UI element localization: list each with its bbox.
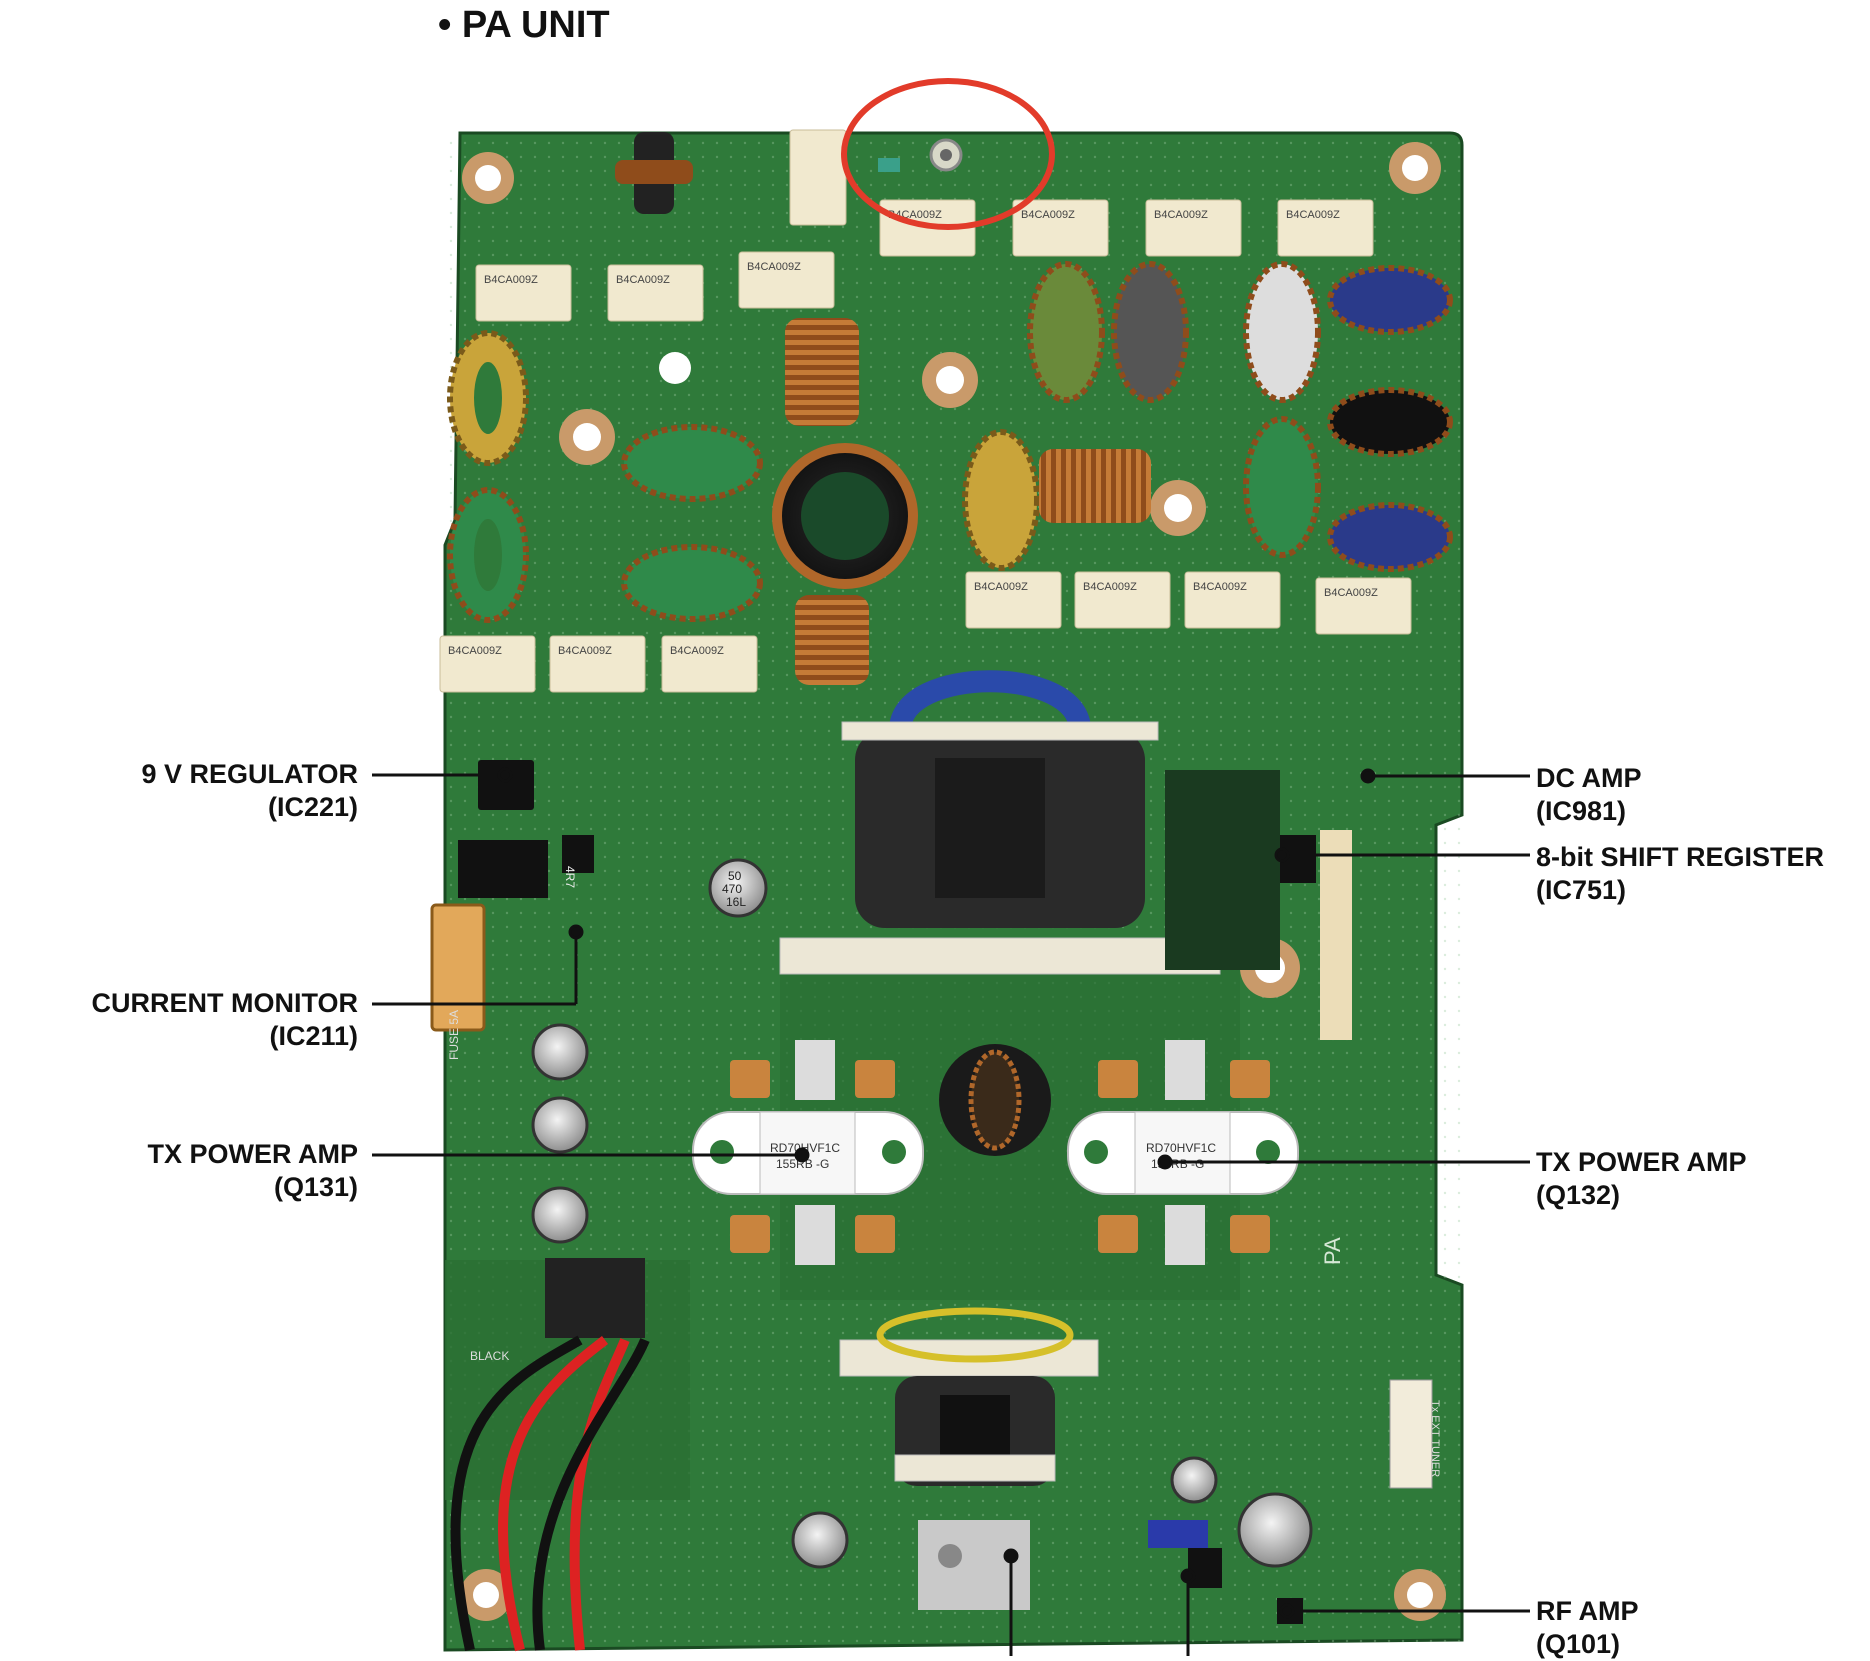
highlight-circle (841, 78, 1055, 230)
callout-shift-register: 8-bit SHIFT REGISTER (IC751) (1536, 841, 1824, 907)
relay: B4CA009Z (661, 635, 758, 693)
callout-name: RF AMP (1536, 1596, 1639, 1626)
callout-name: DC AMP (1536, 763, 1642, 793)
callout-tx-power-amp-q131: TX POWER AMP (Q131) (147, 1138, 358, 1204)
relay: B4CA009Z (1315, 577, 1412, 635)
svg-text:470: 470 (722, 882, 742, 896)
relay: B4CA009Z (475, 264, 572, 322)
callout-ref: (IC981) (1536, 796, 1627, 826)
power-wires (450, 1335, 583, 1652)
svg-text:B4CA009Z: B4CA009Z (1193, 581, 1247, 593)
callout-ref: (IC221) (267, 792, 358, 822)
mounting-holes (460, 142, 1446, 1621)
callout-dc-amp: DC AMP (IC981) (1536, 762, 1642, 828)
driver-transformer (839, 1307, 1099, 1486)
svg-text:B4CA009Z: B4CA009Z (1286, 209, 1340, 221)
svg-text:B4CA009Z: B4CA009Z (1021, 209, 1075, 221)
toroid-coils (447, 261, 1453, 623)
j801-connector (878, 138, 963, 172)
svg-text:PA: PA (1320, 1237, 1345, 1265)
svg-text:B4CA009Z: B4CA009Z (558, 645, 612, 657)
svg-text:B4CA009Z: B4CA009Z (448, 645, 502, 657)
callout-name: 8-bit SHIFT REGISTER (1536, 842, 1825, 872)
svg-text:50: 50 (728, 869, 742, 883)
ext-tuner-jack (1389, 1379, 1433, 1489)
callout-ref: (Q101) (1536, 1629, 1621, 1659)
output-transformer (779, 670, 1221, 975)
svg-text:B4CA009Z: B4CA009Z (747, 261, 801, 273)
callout-name: 9 V REGULATOR (141, 759, 358, 789)
fuse (430, 903, 486, 1032)
svg-text:B4CA009Z: B4CA009Z (616, 274, 670, 286)
relay: B4CA009Z (439, 635, 536, 693)
ic-chips (458, 760, 1352, 1624)
air-coils (615, 132, 1151, 685)
tx-power-amp-right-device: RD70HVF1C 155RB -G (1067, 1111, 1299, 1195)
relay: B4CA009Z (1074, 571, 1171, 629)
callout-ref: (Q132) (1536, 1180, 1621, 1210)
relay: B4CA009Z (549, 635, 646, 693)
relay: B4CA009Z (738, 251, 835, 309)
relay: B4CA009Z (607, 264, 704, 322)
callout-9v-regulator: 9 V REGULATOR (IC221) (141, 758, 358, 824)
callout-name: TX POWER AMP (1536, 1147, 1747, 1177)
callout-tx-power-amp-q132: TX POWER AMP (Q132) (1536, 1146, 1747, 1212)
callout-name: TX POWER AMP (147, 1139, 358, 1169)
relays: B4CA009Z B4CA009Z B4CA009Z B4CA009Z B4CA… (439, 129, 1412, 693)
callout-name: CURRENT MONITOR (91, 988, 359, 1018)
svg-text:155RB -G: 155RB -G (776, 1157, 829, 1171)
electrolytic-capacitors: 50 470 16L (531, 858, 1313, 1569)
svg-text:RD70HVF1C: RD70HVF1C (770, 1141, 840, 1155)
svg-text:B4CA009Z: B4CA009Z (670, 645, 724, 657)
relay: B4CA009Z (1145, 199, 1242, 257)
svg-text:4R7: 4R7 (563, 866, 577, 888)
svg-text:B4CA009Z: B4CA009Z (1154, 209, 1208, 221)
svg-text:B4CA009Z: B4CA009Z (1083, 581, 1137, 593)
relay: B4CA009Z (965, 571, 1062, 629)
svg-text:RD70HVF1C: RD70HVF1C (1146, 1141, 1216, 1155)
relay (789, 129, 847, 226)
copper-pads (730, 1040, 1270, 1265)
callout-rf-amp: RF AMP (Q101) (1536, 1595, 1639, 1661)
svg-text:BLACK: BLACK (470, 1349, 509, 1363)
svg-text:B4CA009Z: B4CA009Z (974, 581, 1028, 593)
relay: B4CA009Z (1277, 199, 1374, 257)
leader-lines (372, 767, 1530, 1656)
callout-current-monitor: CURRENT MONITOR (IC211) (92, 987, 359, 1053)
callout-ref: (IC211) (269, 1021, 358, 1051)
relay: B4CA009Z (1012, 199, 1109, 257)
relay: B4CA009Z (1184, 571, 1281, 629)
page-title: • PA UNIT (438, 4, 610, 46)
svg-text:FUSE 5A: FUSE 5A (447, 1010, 461, 1060)
callout-ref: (Q131) (273, 1172, 358, 1202)
svg-text:16L: 16L (726, 895, 746, 909)
svg-text:B4CA009Z: B4CA009Z (484, 274, 538, 286)
dc-power-connector (545, 1258, 645, 1338)
svg-text:B4CA009Z: B4CA009Z (1324, 587, 1378, 599)
svg-text:Tx EXT TUNER: Tx EXT TUNER (1429, 1400, 1441, 1477)
callout-ref: (IC751) (1536, 875, 1627, 905)
